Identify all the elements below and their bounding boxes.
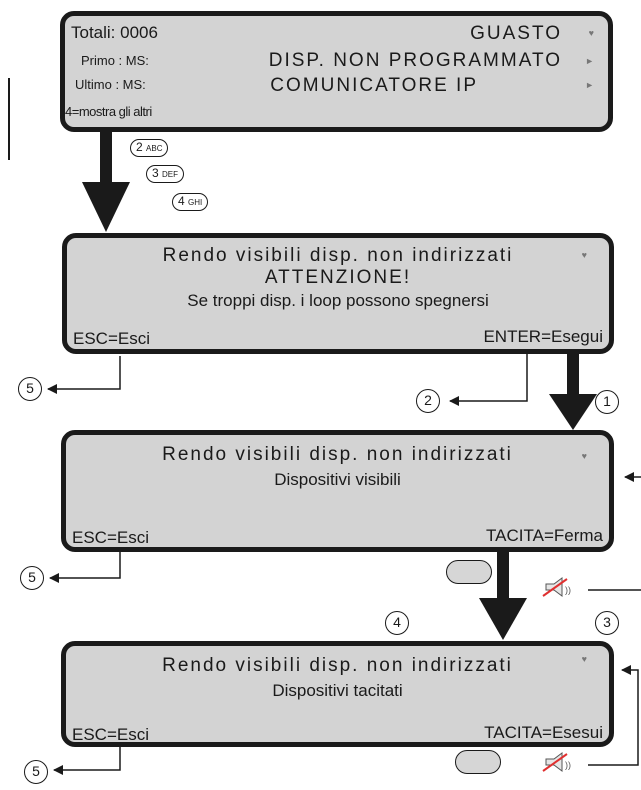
event-type: GUASTO — [470, 23, 562, 44]
lcd-panel-confirm: Rendo visibili disp. non indirizzati ATT… — [62, 233, 614, 354]
svg-text:)): )) — [565, 585, 571, 595]
heart-icon: ♥ — [581, 451, 587, 461]
enter-label: ENTER=Esegui — [483, 327, 603, 346]
mute-icon: )) — [542, 752, 571, 772]
esc-label: ESC=Esci — [72, 528, 149, 547]
svg-text:)): )) — [565, 760, 571, 770]
loop-arrow-2 — [588, 665, 639, 766]
esc-label: ESC=Esci — [73, 329, 150, 348]
play-icon: ► — [585, 80, 594, 90]
arrow-shaft-1 — [100, 132, 112, 184]
last-label: Ultimo : MS: — [75, 77, 146, 92]
first-value: DISP. NON PROGRAMMATO — [268, 50, 562, 71]
heart-icon: ♥ — [581, 250, 587, 260]
heart-icon: ♥ — [581, 654, 587, 664]
mute-icon: )) — [542, 577, 571, 597]
last-value: COMUNICATORE IP — [270, 75, 478, 96]
arrow-down-1 — [82, 182, 130, 232]
panel-title: Rendo visibili disp. non indirizzati — [162, 245, 514, 266]
silence-label: TACITA=Esesui — [484, 723, 603, 742]
silence-label: TACITA=Ferma — [486, 526, 603, 545]
status-message: Dispositivi visibili — [274, 470, 401, 489]
silence-button[interactable] — [455, 750, 501, 774]
enter-connector — [449, 352, 528, 406]
arrow-down-2 — [549, 394, 597, 430]
first-label: Primo : MS: — [81, 53, 149, 68]
key-4[interactable]: 4 GHI — [172, 193, 209, 211]
step-4-circle: 4 — [385, 611, 409, 635]
panel-title: Rendo visibili disp. non indirizzati — [162, 655, 513, 676]
arrow-shaft-3 — [497, 552, 509, 598]
heart-icon: ♥ — [588, 28, 594, 38]
key-3[interactable]: 3 DEF — [146, 165, 185, 183]
esc-label: ESC=Esci — [72, 725, 149, 744]
play-icon: ► — [585, 56, 594, 66]
esc-connector-2 — [47, 356, 121, 394]
panel-title: Rendo visibili disp. non indirizzati — [162, 444, 513, 465]
show-others-hint: 4=mostra gli altri — [65, 104, 152, 119]
step-5-circle: 5 — [24, 760, 48, 784]
key-2[interactable]: 2 ABC — [130, 139, 169, 157]
step-3-circle: 3 — [595, 611, 619, 635]
lcd-panel-visible: Rendo visibili disp. non indirizzati Dis… — [61, 430, 614, 552]
step-5-circle: 5 — [18, 377, 42, 401]
esc-connector-4 — [53, 745, 121, 775]
lcd-panel-silenced: Rendo visibili disp. non indirizzati Dis… — [61, 641, 614, 747]
lcd-panel-fault-list: Totali: 0006 GUASTO Primo : MS: DISP. NO… — [60, 11, 613, 132]
step-1-circle: 1 — [595, 390, 619, 414]
step-2-circle: 2 — [416, 389, 440, 413]
warning-text: ATTENZIONE! — [264, 267, 412, 288]
arrow-shaft-2 — [567, 352, 579, 396]
esc-connector-3 — [49, 552, 121, 583]
warning-message: Se troppi disp. i loop possono spegnersi — [187, 291, 489, 310]
step-5-circle: 5 — [20, 566, 44, 590]
totals-text: Totali: 0006 — [71, 23, 158, 42]
silence-button[interactable] — [446, 560, 492, 584]
status-message: Dispositivi tacitati — [272, 681, 403, 700]
arrow-down-3 — [479, 598, 527, 640]
